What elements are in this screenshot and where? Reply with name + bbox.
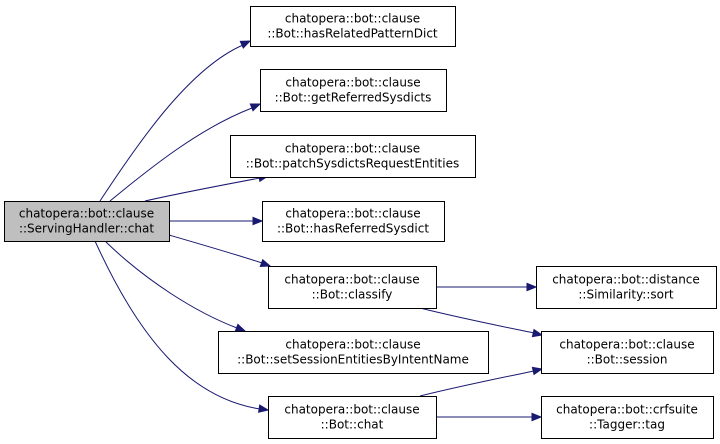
edge-line — [144, 177, 261, 202]
node-label-line: chatopera::bot::distance — [552, 273, 700, 287]
node-box — [541, 396, 714, 439]
arrowhead — [249, 103, 262, 112]
edge-line — [109, 107, 253, 202]
edge-bot-chat-to-bot-session — [419, 366, 544, 397]
node-serving-handler-chat[interactable]: chatopera::bot::clause::ServingHandler::… — [4, 201, 170, 242]
node-label-line: ::Bot::hasRelatedPatternDict — [267, 27, 438, 41]
node-patch-sysdicts-request-entities[interactable]: chatopera::bot::clause::Bot::patchSysdic… — [230, 135, 476, 178]
node-label-line: chatopera::bot::clause — [284, 273, 419, 287]
arrowhead — [531, 366, 544, 376]
node-bot-classify[interactable]: chatopera::bot::clause::Bot::classify — [268, 266, 437, 309]
node-label-line: chatopera::bot::clause — [284, 403, 419, 417]
node-label-line: chatopera::bot::clause — [285, 12, 420, 26]
node-box — [250, 6, 456, 47]
edge-serving-handler-chat-to-has-related-pattern-dict — [99, 40, 252, 202]
node-label-line: ::Bot::hasReferredSysdict — [277, 222, 429, 236]
edge-bot-chat-to-tagger-tag — [435, 412, 543, 422]
node-label-line: chatopera::bot::clause — [285, 76, 420, 90]
node-label-line: ::Similarity::sort — [578, 288, 674, 302]
node-has-referred-sysdict[interactable]: chatopera::bot::clause::Bot::hasReferred… — [262, 201, 445, 242]
node-box — [541, 331, 714, 374]
edge-serving-handler-chat-to-set-session-entities-by-intent-name — [104, 240, 247, 332]
arrowhead — [252, 216, 264, 226]
arrowhead — [257, 404, 270, 413]
edge-serving-handler-chat-to-get-referred-sysdicts — [109, 103, 262, 202]
edge-line — [99, 44, 244, 202]
node-label-line: chatopera::bot::clause — [559, 338, 694, 352]
edge-serving-handler-chat-to-bot-classify — [168, 234, 272, 268]
arrowhead — [234, 323, 247, 332]
node-similarity-sort[interactable]: chatopera::bot::distance::Similarity::so… — [536, 266, 717, 309]
node-has-related-pattern-dict[interactable]: chatopera::bot::clause::Bot::hasRelatedP… — [250, 6, 456, 47]
edge-bot-classify-to-bot-session — [419, 307, 544, 338]
node-bot-session[interactable]: chatopera::bot::clause::Bot::session — [541, 331, 714, 374]
edge-serving-handler-chat-to-patch-sysdicts-request-entities — [144, 173, 270, 202]
node-set-session-entities-by-intent-name[interactable]: chatopera::bot::clause::Bot::setSessionE… — [218, 331, 489, 374]
edge-serving-handler-chat-to-bot-chat — [94, 240, 270, 413]
node-label-line: ::Bot::classify — [312, 288, 393, 302]
arrowhead — [531, 412, 543, 422]
arrowhead — [239, 40, 252, 49]
node-label-line: chatopera::bot::clause — [285, 207, 420, 221]
node-box — [218, 331, 489, 374]
arrowhead — [531, 328, 544, 338]
node-box — [536, 266, 717, 309]
node-label-line: chatopera::bot::clause — [285, 338, 420, 352]
node-box — [260, 69, 447, 112]
edge-line — [104, 240, 238, 329]
node-get-referred-sysdicts[interactable]: chatopera::bot::clause::Bot::getReferred… — [260, 69, 447, 112]
edge-line — [419, 307, 535, 334]
node-label-line: ::Bot::patchSysdictsRequestEntities — [246, 157, 459, 171]
node-label-line: chatopera::bot::clause — [19, 207, 154, 221]
node-label-line: ::Tagger::tag — [589, 418, 665, 432]
edge-line — [419, 370, 535, 397]
node-box — [262, 201, 445, 242]
edge-serving-handler-chat-to-has-referred-sysdict — [169, 216, 264, 226]
edge-line — [168, 234, 263, 264]
nodes-layer: chatopera::bot::clause::ServingHandler::… — [4, 6, 717, 439]
node-box — [268, 396, 437, 439]
node-label-line: ::Bot::setSessionEntitiesByIntentName — [237, 353, 469, 367]
node-label-line: ::ServingHandler::chat — [19, 222, 154, 236]
node-box — [230, 135, 476, 178]
arrowhead — [259, 258, 272, 268]
edge-line — [94, 240, 261, 410]
edges-layer — [94, 40, 544, 422]
arrowhead — [526, 282, 538, 292]
node-bot-chat[interactable]: chatopera::bot::clause::Bot::chat — [268, 396, 437, 439]
node-box — [4, 201, 170, 242]
node-label-line: ::Bot::session — [587, 353, 668, 367]
node-label-line: chatopera::bot::crfsuite — [556, 403, 698, 417]
node-box — [268, 266, 437, 309]
node-label-line: ::Bot::getReferredSysdicts — [275, 91, 432, 105]
node-label-line: chatopera::bot::clause — [285, 142, 420, 156]
node-label-line: ::Bot::chat — [321, 418, 384, 432]
edge-bot-classify-to-similarity-sort — [436, 282, 538, 292]
node-tagger-tag[interactable]: chatopera::bot::crfsuite::Tagger::tag — [541, 396, 714, 439]
